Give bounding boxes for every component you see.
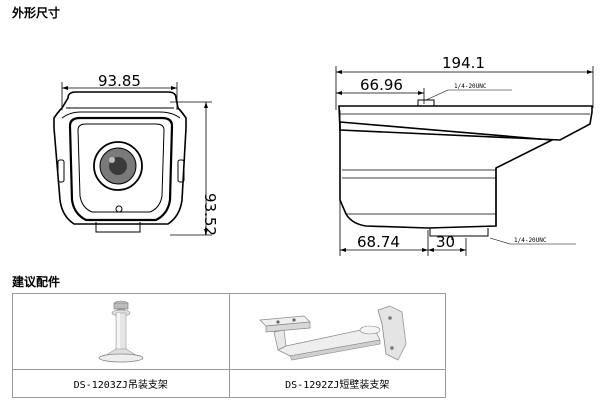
side-top-offset-label: 66.96: [360, 76, 403, 94]
side-bottom-thread-label: 1/4-20UNC: [514, 237, 547, 244]
dimension-drawing: 93.85 93.52: [53, 54, 594, 256]
front-width-label: 93.85: [98, 72, 141, 90]
front-view-drawing: [53, 82, 212, 236]
side-bottom-offset-label: 68.74: [357, 233, 400, 251]
accessories-table: DS-1203ZJ吊装支架 DS-1292ZJ短壁装支架: [12, 292, 446, 398]
accessories-heading: 建议配件: [12, 275, 61, 289]
pendant-mount-icon: [98, 300, 144, 363]
accessory-image-cell: [12, 292, 230, 371]
side-top-thread-label: 1/4-20UNC: [454, 83, 487, 90]
side-bottom-width-label: 30: [436, 233, 455, 251]
front-height-label: 93.52: [201, 193, 219, 236]
side-view-drawing: [335, 66, 594, 256]
accessory-caption-pendant: DS-1203ZJ吊装支架: [12, 369, 230, 398]
side-length-label: 194.1: [442, 54, 485, 72]
accessory-caption-wall: DS-1292ZJ短壁装支架: [228, 369, 446, 398]
short-wall-mount-icon: [258, 305, 406, 361]
dimensions-heading: 外形尺寸: [12, 6, 61, 20]
accessory-image-cell: [228, 292, 446, 371]
